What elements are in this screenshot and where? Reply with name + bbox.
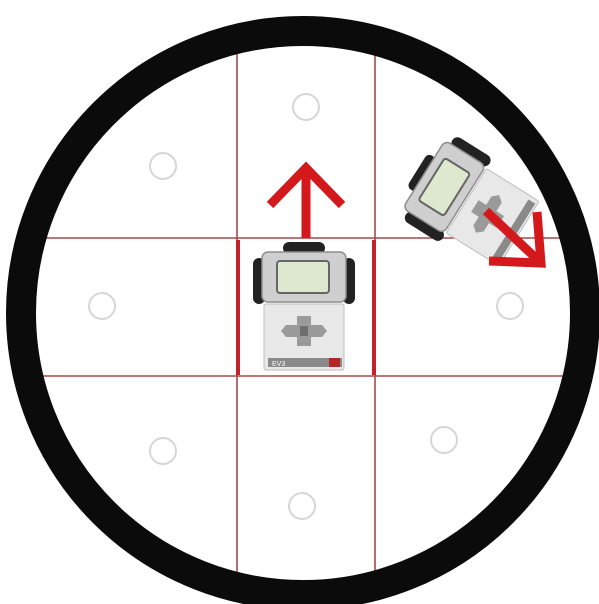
robot-center-dpad-center (300, 326, 308, 336)
cell-marker (289, 493, 315, 519)
cell-marker (89, 293, 115, 319)
cell-marker (150, 153, 176, 179)
cell-marker (150, 438, 176, 464)
cell-marker (293, 94, 319, 120)
robot-center-brick-label: EV3 (272, 361, 285, 368)
robot-center-screen (277, 261, 329, 293)
robot-center-brick-bar-accent (329, 358, 340, 367)
robot-center: EV3 (253, 242, 355, 370)
arrow-up (270, 168, 342, 238)
cell-marker (497, 293, 523, 319)
cell-marker (431, 427, 457, 453)
